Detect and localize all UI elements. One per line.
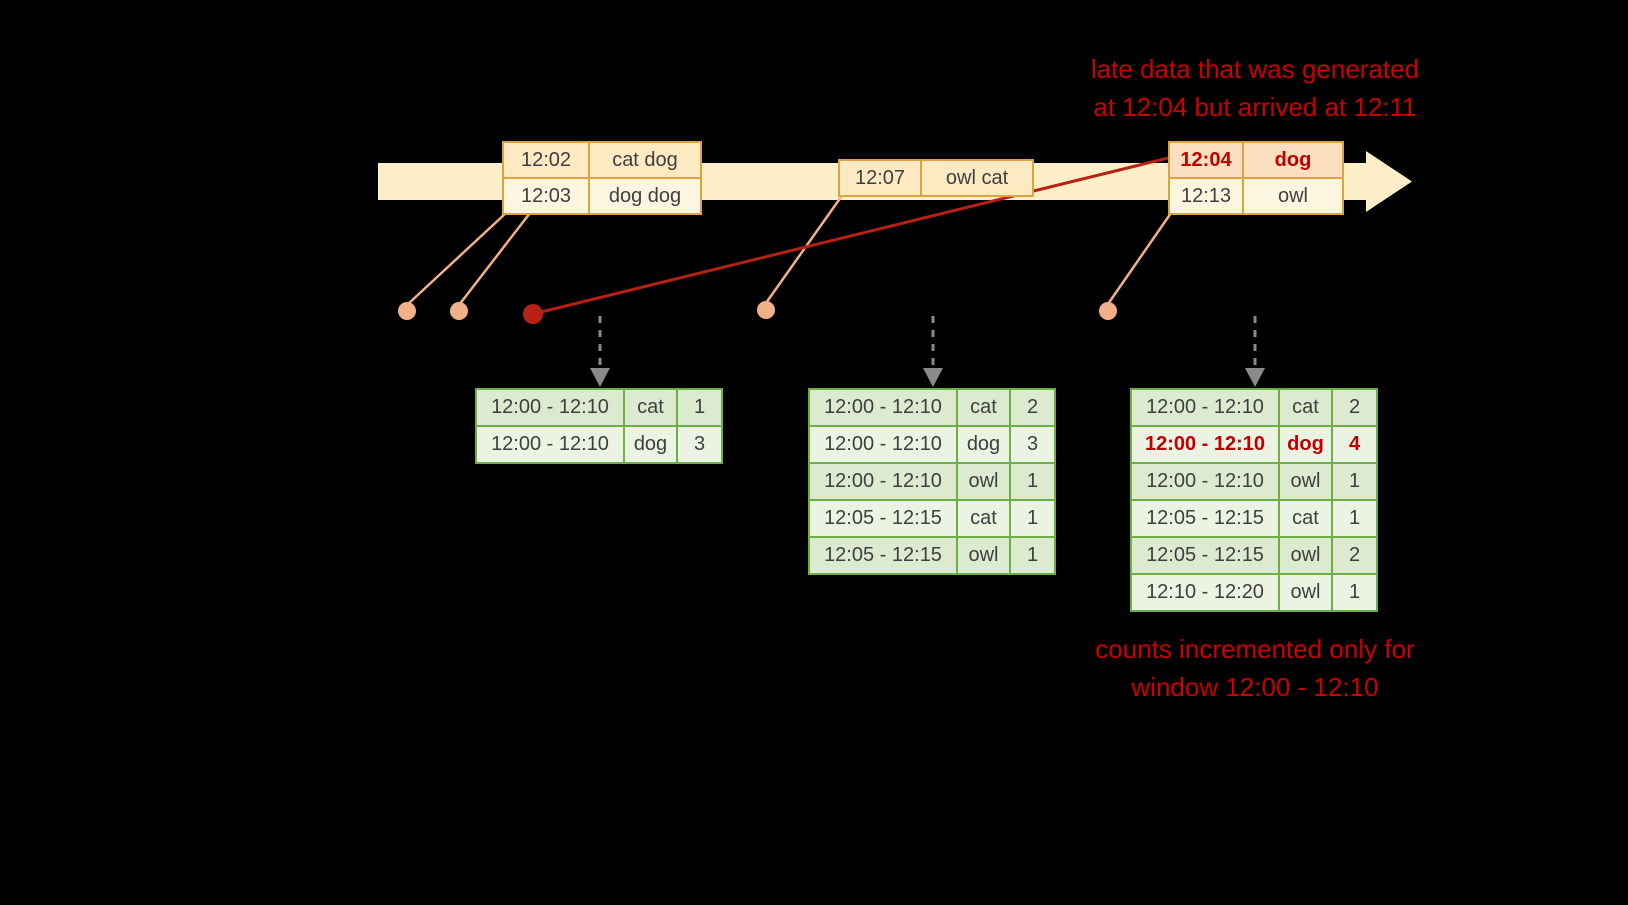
connector-line-1203	[458, 212, 531, 306]
late-data-connector-line	[532, 156, 1169, 316]
result-window: 12:00 - 12:10	[1132, 427, 1280, 462]
result-word: cat	[1280, 501, 1333, 536]
result-count: 3	[1026, 433, 1039, 455]
event-time: 12:03	[504, 179, 590, 213]
result-row: 12:00 - 12:10 dog 3	[810, 425, 1054, 462]
trigger-arrowhead-3	[1245, 368, 1265, 387]
result-count: 1	[693, 396, 706, 418]
result-count: 4	[1348, 433, 1361, 455]
result-word: cat	[625, 390, 678, 425]
result-count: 1	[1026, 507, 1039, 529]
result-row: 12:00 - 12:10 cat 2	[810, 390, 1054, 425]
event-time: 12:02	[504, 143, 590, 177]
result-window: 12:10 - 12:20	[1132, 575, 1280, 610]
event-table-1213: 12:04 dog 12:13 owl	[1168, 141, 1344, 215]
event-words: dog dog	[608, 185, 682, 207]
result-table-1: 12:00 - 12:10 cat 1 12:00 - 12:10 dog 3	[475, 388, 723, 464]
late-data-annotation-line1: late data that was generated	[1090, 54, 1420, 84]
result-window: 12:05 - 12:15	[810, 501, 958, 536]
result-row: 12:00 - 12:10 dog 3	[477, 425, 721, 462]
late-arrival-dot-1204	[523, 304, 543, 324]
result-count: 1	[1026, 470, 1039, 492]
connector-line-1202	[406, 212, 507, 306]
result-count: 3	[693, 433, 706, 455]
event-words: cat dog	[612, 149, 678, 171]
result-window: 12:00 - 12:10	[1132, 464, 1280, 499]
result-word: cat	[958, 390, 1011, 425]
result-row: 12:05 - 12:15 owl 2	[1132, 536, 1376, 573]
event-time: 12:04	[1170, 143, 1244, 177]
result-row: 12:05 - 12:15 cat 1	[810, 499, 1054, 536]
result-count: 2	[1026, 396, 1039, 418]
result-count: 1	[1348, 470, 1361, 492]
result-word: owl	[1280, 538, 1333, 573]
event-row: 12:02 cat dog	[504, 143, 700, 177]
result-window: 12:05 - 12:15	[1132, 538, 1280, 573]
result-word: owl	[1280, 464, 1333, 499]
arrival-dot-1202	[398, 302, 416, 320]
result-table-2: 12:00 - 12:10 cat 2 12:00 - 12:10 dog 3 …	[808, 388, 1056, 575]
event-row: 12:13 owl	[1170, 177, 1342, 213]
connector-line-1213	[1106, 212, 1173, 305]
event-time: 12:07	[840, 161, 922, 195]
event-table-1207: 12:07 owl cat	[838, 159, 1034, 197]
event-row: 12:03 dog dog	[504, 177, 700, 213]
counts-incremented-annotation: counts incremented only for window 12:00…	[1010, 630, 1500, 706]
arrival-dot-1203	[450, 302, 468, 320]
result-word: dog	[625, 427, 678, 462]
result-word: dog	[958, 427, 1011, 462]
result-word: owl	[958, 464, 1011, 499]
event-row-late: 12:04 dog	[1170, 143, 1342, 177]
late-data-annotation: late data that was generated at 12:04 bu…	[1010, 50, 1500, 126]
arrival-dot-1213	[1099, 302, 1117, 320]
result-count: 2	[1348, 544, 1361, 566]
result-window: 12:05 - 12:15	[810, 538, 958, 573]
result-count: 1	[1348, 507, 1361, 529]
result-window: 12:00 - 12:10	[810, 427, 958, 462]
connector-line-1207	[764, 196, 843, 304]
result-word: cat	[958, 501, 1011, 536]
event-timeline-arrowhead	[1366, 151, 1412, 212]
result-word: dog	[1280, 427, 1333, 462]
result-word: cat	[1280, 390, 1333, 425]
result-count: 1	[1026, 544, 1039, 566]
trigger-arrowhead-1	[590, 368, 610, 387]
result-row: 12:00 - 12:10 cat 1	[477, 390, 721, 425]
result-row: 12:00 - 12:10 owl 1	[1132, 462, 1376, 499]
result-word: owl	[958, 538, 1011, 573]
event-words: dog	[1274, 149, 1312, 171]
result-word: owl	[1280, 575, 1333, 610]
event-words: owl cat	[945, 167, 1009, 189]
result-row-updated-late: 12:00 - 12:10 dog 4	[1132, 425, 1376, 462]
result-row: 12:00 - 12:10 owl 1	[810, 462, 1054, 499]
result-window: 12:00 - 12:10	[1132, 390, 1280, 425]
result-count: 1	[1348, 581, 1361, 603]
event-row: 12:07 owl cat	[840, 161, 1032, 195]
result-window: 12:00 - 12:10	[477, 427, 625, 462]
late-data-annotation-line2: at 12:04 but arrived at 12:11	[1093, 92, 1417, 122]
result-window: 12:00 - 12:10	[477, 390, 625, 425]
result-row: 12:05 - 12:15 cat 1	[1132, 499, 1376, 536]
event-time: 12:13	[1170, 179, 1244, 213]
arrival-dot-1207	[757, 301, 775, 319]
result-count: 2	[1348, 396, 1361, 418]
counts-annotation-line2: window 12:00 - 12:10	[1131, 672, 1379, 702]
result-table-3: 12:00 - 12:10 cat 2 12:00 - 12:10 dog 4 …	[1130, 388, 1378, 612]
result-row: 12:10 - 12:20 owl 1	[1132, 573, 1376, 610]
trigger-arrowhead-2	[923, 368, 943, 387]
result-row: 12:05 - 12:15 owl 1	[810, 536, 1054, 573]
result-row: 12:00 - 12:10 cat 2	[1132, 390, 1376, 425]
event-table-1202: 12:02 cat dog 12:03 dog dog	[502, 141, 702, 215]
counts-annotation-line1: counts incremented only for	[1095, 634, 1415, 664]
result-window: 12:05 - 12:15	[1132, 501, 1280, 536]
event-words: owl	[1277, 185, 1308, 207]
result-window: 12:00 - 12:10	[810, 390, 958, 425]
result-window: 12:00 - 12:10	[810, 464, 958, 499]
